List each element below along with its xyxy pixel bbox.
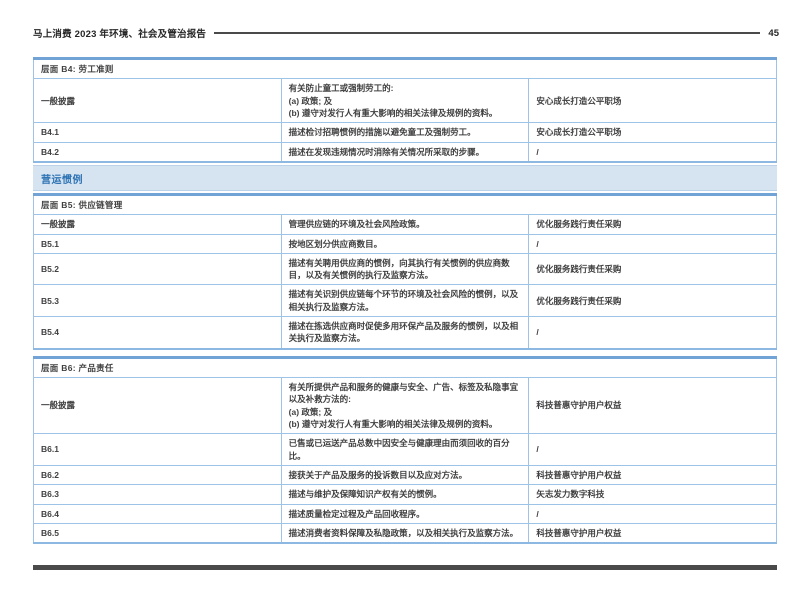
table-title: 层面 B4: 劳工准则	[33, 57, 777, 80]
description-line: (a) 政策; 及	[288, 406, 333, 417]
table-row: 一般披露 管理供应链的环境及社会风险政策。 优化服务践行责任采购	[33, 214, 777, 235]
section-cell: 优化服务践行责任采购	[528, 284, 777, 318]
esg-table-b6: 层面 B6: 产品责任 一般披露 有关所提供产品和服务的健康与安全、广告、标签及…	[33, 355, 777, 545]
kpi-cell: B4.1	[33, 122, 282, 143]
report-title: 马上消费 2023 年环境、社会及管治报告	[33, 29, 207, 40]
esg-table-b4: 层面 B4: 劳工准则 一般披露 有关防止童工或强制劳工的: (a) 政策; 及…	[33, 57, 777, 163]
description-cell: 接获关于产品及服务的投诉数目以及应对方法。	[280, 464, 530, 486]
table-row: B5.4 描述在拣选供应商时促使多用环保产品及服务的惯例，以及相关执行及监察方法…	[33, 316, 777, 350]
kpi-cell: B6.1	[33, 433, 282, 466]
table-row: B5.2 描述有关聘用供应商的惯例，向其执行有关惯例的供应商数目，以及有关惯例的…	[33, 252, 777, 286]
description-line: 管理供应链的环境及社会风险政策。	[288, 219, 425, 230]
table-title-row: 层面 B4: 劳工准则	[33, 57, 777, 80]
section-band-operating-practices: 营运惯例	[33, 164, 777, 191]
kpi-cell: B6.4	[33, 503, 282, 524]
description-cell: 管理供应链的环境及社会风险政策。	[280, 214, 530, 235]
kpi-cell: B5.2	[33, 252, 282, 286]
description-line: 描述质量检定过程及产品回收程序。	[288, 508, 425, 519]
description-line: 接获关于产品及服务的投诉数目以及应对方法。	[288, 469, 468, 480]
section-cell: 科技普惠守护用户权益	[528, 464, 777, 486]
description-line: (a) 政策; 及	[288, 95, 333, 106]
description-line: 描述有关聘用供应商的惯例，向其执行有关惯例的供应商数目，以及有关惯例的执行及监察…	[288, 257, 510, 281]
esg-table-b5: 层面 B5: 供应链管理 一般披露 管理供应链的环境及社会风险政策。 优化服务践…	[33, 192, 777, 350]
table-row: B4.1 描述检讨招聘惯例的措施以避免童工及强制劳工。 安心成长打造公平职场	[33, 122, 777, 143]
description-line: (b) 遵守对发行人有重大影响的相关法律及规例的资料。	[288, 107, 498, 118]
page-header: 马上消费 2023 年环境、社会及管治报告 45	[33, 26, 779, 41]
description-line: 描述检讨招聘惯例的措施以避免童工及强制劳工。	[288, 127, 476, 138]
section-cell: /	[528, 503, 777, 524]
footer-bar	[33, 565, 777, 570]
kpi-cell: 一般披露	[33, 214, 282, 235]
section-cell: 安心成长打造公平职场	[528, 122, 777, 143]
table-row: B6.2 接获关于产品及服务的投诉数目以及应对方法。 科技普惠守护用户权益	[33, 464, 777, 486]
esg-index-content: 层面 B4: 劳工准则 一般披露 有关防止童工或强制劳工的: (a) 政策; 及…	[33, 57, 777, 546]
table-row: B6.5 描述消费者资料保障及私隐政策，以及相关执行及监察方法。 科技普惠守护用…	[33, 522, 777, 544]
table-row: B6.4 描述质量检定过程及产品回收程序。 /	[33, 503, 777, 524]
description-cell: 描述在拣选供应商时促使多用环保产品及服务的惯例，以及相关执行及监察方法。	[280, 316, 530, 350]
table-title-row: 层面 B5: 供应链管理	[33, 193, 777, 216]
description-cell: 描述有关聘用供应商的惯例，向其执行有关惯例的供应商数目，以及有关惯例的执行及监察…	[280, 252, 530, 286]
description-line: 描述在发现违规情况时消除有关情况所采取的步骤。	[288, 146, 485, 157]
section-cell: /	[528, 141, 777, 163]
description-line: 有关防止童工或强制劳工的:	[288, 83, 394, 94]
section-cell: /	[528, 433, 777, 466]
description-line: 描述消费者资料保障及私隐政策，以及相关执行及监察方法。	[288, 527, 519, 538]
description-line: 有关所提供产品和服务的健康与安全、广告、标签及私隐事宜以及补救方法的:	[288, 382, 519, 405]
kpi-cell: B6.5	[33, 522, 282, 544]
description-cell: 描述有关识别供应链每个环节的环境及社会风险的惯例，以及相关执行及监察方法。	[280, 284, 530, 318]
kpi-cell: B6.2	[33, 464, 282, 486]
header-rule	[214, 32, 761, 34]
table-title: 层面 B6: 产品责任	[33, 356, 777, 379]
description-line: 已售或已运送产品总数中因安全与健康理由而须回收的百分比。	[288, 438, 510, 461]
table-row: B5.1 按地区划分供应商数目。 /	[33, 233, 777, 254]
kpi-cell: B5.3	[33, 284, 282, 318]
table-row: B6.3 描述与维护及保障知识产权有关的惯例。 矢志发力数字科技	[33, 484, 777, 505]
kpi-cell: 一般披露	[33, 376, 282, 435]
kpi-cell: 一般披露	[33, 78, 282, 124]
description-line: 描述与维护及保障知识产权有关的惯例。	[288, 489, 442, 500]
table-row: B5.3 描述有关识别供应链每个环节的环境及社会风险的惯例，以及相关执行及监察方…	[33, 284, 777, 318]
table-row: B6.1 已售或已运送产品总数中因安全与健康理由而须回收的百分比。 /	[33, 433, 777, 466]
kpi-cell: B5.4	[33, 316, 282, 350]
table-title: 层面 B5: 供应链管理	[33, 193, 777, 216]
table-row: 一般披露 有关防止童工或强制劳工的: (a) 政策; 及 (b) 遵守对发行人有…	[33, 78, 777, 124]
page-number: 45	[768, 27, 779, 39]
table-row: 一般披露 有关所提供产品和服务的健康与安全、广告、标签及私隐事宜以及补救方法的:…	[33, 376, 777, 435]
section-cell: 科技普惠守护用户权益	[528, 522, 777, 544]
description-cell: 描述质量检定过程及产品回收程序。	[280, 503, 530, 524]
section-cell: /	[528, 316, 777, 350]
section-cell: 安心成长打造公平职场	[528, 78, 777, 124]
description-cell: 描述消费者资料保障及私隐政策，以及相关执行及监察方法。	[280, 522, 530, 544]
description-cell: 有关防止童工或强制劳工的: (a) 政策; 及 (b) 遵守对发行人有重大影响的…	[280, 78, 530, 124]
table-row: B4.2 描述在发现违规情况时消除有关情况所采取的步骤。 /	[33, 141, 777, 163]
table-title-row: 层面 B6: 产品责任	[33, 356, 777, 379]
section-cell: 优化服务践行责任采购	[528, 252, 777, 286]
kpi-cell: B5.1	[33, 233, 282, 254]
section-cell: 科技普惠守护用户权益	[528, 376, 777, 435]
description-line: 按地区划分供应商数目。	[288, 238, 383, 249]
description-cell: 描述在发现违规情况时消除有关情况所采取的步骤。	[280, 141, 530, 163]
description-cell: 描述检讨招聘惯例的措施以避免童工及强制劳工。	[280, 122, 530, 143]
kpi-cell: B6.3	[33, 484, 282, 505]
section-cell: 优化服务践行责任采购	[528, 214, 777, 235]
description-line: 描述在拣选供应商时促使多用环保产品及服务的惯例，以及相关执行及监察方法。	[288, 321, 519, 344]
section-cell: 矢志发力数字科技	[528, 484, 777, 505]
description-line: (b) 遵守对发行人有重大影响的相关法律及规例的资料。	[288, 418, 498, 429]
description-cell: 按地区划分供应商数目。	[280, 233, 530, 254]
kpi-cell: B4.2	[33, 141, 282, 163]
description-line: 描述有关识别供应链每个环节的环境及社会风险的惯例，以及相关执行及监察方法。	[288, 289, 519, 312]
description-cell: 有关所提供产品和服务的健康与安全、广告、标签及私隐事宜以及补救方法的: (a) …	[280, 376, 530, 435]
description-cell: 描述与维护及保障知识产权有关的惯例。	[280, 484, 530, 505]
description-cell: 已售或已运送产品总数中因安全与健康理由而须回收的百分比。	[280, 433, 530, 466]
section-cell: /	[528, 233, 777, 254]
